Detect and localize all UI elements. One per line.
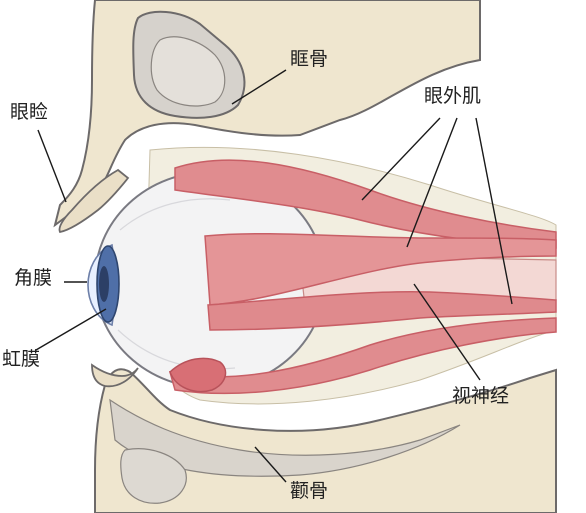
label-optic-nerve: 视神经 — [452, 385, 510, 407]
upper-orbit-bone — [53, 0, 481, 228]
leader-lines — [35, 69, 513, 483]
lower-eyelid — [91, 363, 139, 388]
label-cheekbone: 颧骨 — [290, 480, 329, 502]
lower-orbit-bone — [94, 368, 557, 513]
label-eyelid: 眼睑 — [10, 101, 49, 123]
upper-eyelid — [58, 168, 130, 234]
label-iris: 虹膜 — [2, 348, 41, 370]
label-orbit-bone: 眶骨 — [290, 48, 329, 70]
extraocular-muscles — [168, 159, 557, 395]
label-cornea: 角膜 — [14, 267, 53, 289]
label-extraocular-muscles: 眼外肌 — [424, 85, 482, 107]
cornea-iris — [87, 243, 120, 327]
